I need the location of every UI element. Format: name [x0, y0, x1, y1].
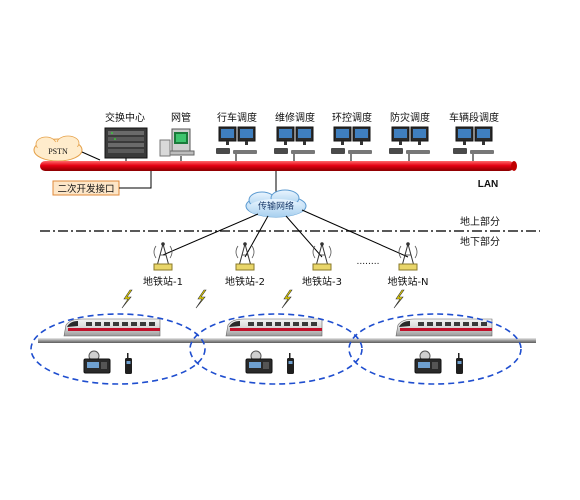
dispatch-label-4: 防灾调度 — [390, 111, 430, 124]
handheld-radio-icon-2 — [287, 353, 294, 374]
dispatch-console-icon-5 — [453, 126, 494, 161]
pstn-cloud-icon — [33, 135, 83, 162]
lightning-icon-4 — [393, 289, 405, 309]
handheld-radio-icon-1 — [125, 353, 132, 374]
lightning-icon-2 — [195, 289, 207, 309]
rail-track — [38, 338, 536, 343]
station-label-3: 地铁站-3 — [302, 275, 342, 288]
switching-center-label: 交换中心 — [105, 111, 145, 124]
lan-bar — [40, 161, 514, 171]
dispatch-console-icon-2 — [274, 126, 315, 161]
pstn-link — [81, 151, 101, 161]
transmission-cloud-icon — [245, 189, 307, 218]
ellipsis-label: ........ — [357, 257, 380, 267]
base-station-icon-3 — [312, 242, 332, 271]
handheld-radio-icon-3 — [456, 353, 463, 374]
pstn-label: PSTN — [48, 147, 68, 156]
dispatch-label-2: 维修调度 — [275, 111, 315, 124]
base-station-icon-1 — [153, 242, 173, 271]
base-station-icon-2 — [235, 242, 255, 271]
station-label-4: 地铁站-N — [387, 275, 428, 288]
link-station-2 — [244, 215, 269, 258]
interface-link — [119, 171, 152, 189]
coverage-area-1 — [30, 313, 206, 385]
dispatch-console-icon-1 — [216, 126, 257, 161]
dispatch-label-5: 车辆段调度 — [449, 111, 499, 124]
station-label-1: 地铁站-1 — [143, 275, 183, 288]
dispatch-label-1: 行车调度 — [217, 111, 257, 124]
vehicle-radio-icon-3 — [414, 350, 442, 374]
base-station-icon-4 — [398, 242, 418, 271]
above-ground-label: 地上部分 — [460, 215, 500, 228]
link-station-n — [301, 209, 409, 258]
vehicle-radio-icon-2 — [245, 350, 273, 374]
station-label-2: 地铁站-2 — [225, 275, 265, 288]
dispatch-console-icon-3 — [331, 126, 372, 161]
coverage-area-3 — [348, 313, 522, 385]
train-icon-1 — [63, 318, 161, 337]
vehicle-radio-icon-1 — [83, 350, 111, 374]
train-icon-3 — [395, 318, 493, 337]
dispatch-label-3: 环控调度 — [332, 111, 372, 124]
dispatch-console-icon-4 — [389, 126, 430, 161]
nms-computer-icon — [159, 128, 195, 157]
secondary-dev-interface-label: 二次开发接口 — [57, 183, 114, 195]
lan-label: LAN — [478, 179, 499, 190]
transmission-network-label: 传输网络 — [258, 200, 294, 212]
lightning-icon-3 — [281, 289, 293, 309]
underground-label: 地下部分 — [460, 235, 500, 248]
coverage-area-2 — [189, 313, 363, 385]
switch-rack-icon — [104, 127, 148, 159]
train-icon-2 — [225, 318, 323, 337]
link-station-1 — [162, 213, 259, 256]
lightning-icon-1 — [121, 289, 133, 309]
link-station-3 — [285, 215, 323, 258]
nms-label: 网管 — [171, 111, 191, 124]
